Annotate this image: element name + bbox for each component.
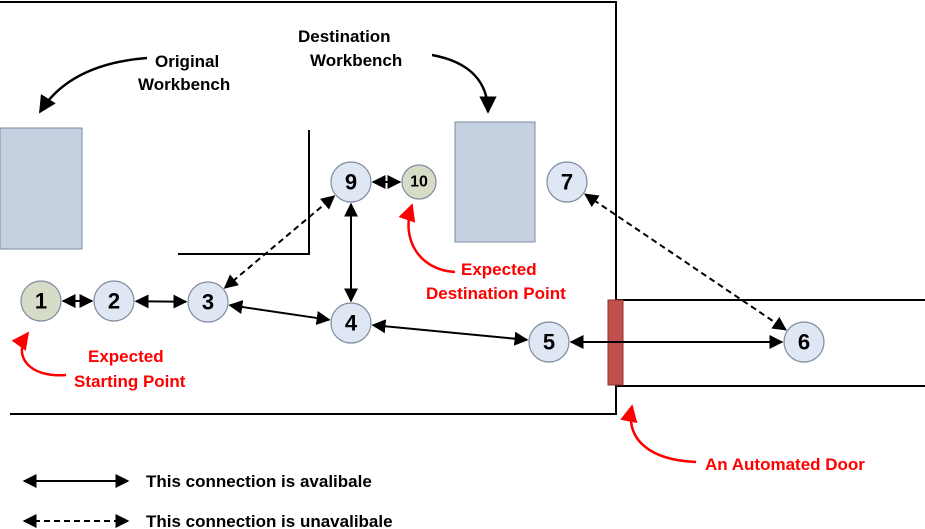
- node-circle: [783, 321, 825, 363]
- partition-wall: [178, 130, 310, 255]
- node-label: 9: [345, 170, 357, 195]
- edge-7-6-unavailable: [584, 193, 787, 331]
- destination-workbench-pointer: [431, 53, 497, 114]
- destination-workbench: [454, 121, 536, 243]
- node-9: 9: [330, 161, 372, 203]
- node-label: 7: [561, 170, 573, 195]
- node-circle: [93, 280, 135, 322]
- node-2: 2: [93, 280, 135, 322]
- waypoints: 1 2 3 4 5 6 7 9 10: [20, 161, 825, 363]
- legend: This connection is avalibale This connec…: [22, 472, 393, 529]
- original-workbench-label-line1: Original: [155, 52, 219, 71]
- edge-3-9-unavailable: [223, 195, 336, 289]
- node-5: 5: [528, 321, 570, 363]
- destination-workbench-label-line2: Workbench: [310, 51, 402, 70]
- node-circle: [20, 280, 62, 322]
- node-label: 6: [798, 330, 810, 355]
- original-workbench: [0, 127, 83, 250]
- node-label: 1: [35, 289, 47, 314]
- node-label: 5: [543, 330, 555, 355]
- node-1: 1: [20, 280, 62, 322]
- automated-door-label: An Automated Door: [705, 455, 865, 474]
- expected-starting-label-line1: Expected: [88, 347, 164, 366]
- starting-point-pointer: [11, 331, 67, 377]
- node-label: 4: [345, 311, 358, 336]
- original-workbench-label-line2: Workbench: [138, 75, 230, 94]
- edge-2-3-available: [134, 294, 188, 309]
- node-circle: [401, 164, 437, 200]
- destination-point-pointer: [398, 203, 456, 274]
- node-circle: [187, 281, 229, 323]
- legend-unavailable-label: This connection is unavalibale: [146, 512, 393, 529]
- node-3: 3: [187, 281, 229, 323]
- node-label: 3: [202, 290, 214, 315]
- node-4: 4: [330, 302, 372, 344]
- node-circle: [330, 302, 372, 344]
- node-10: 10: [401, 164, 437, 200]
- original-workbench-pointer: [38, 56, 148, 114]
- edge-3-4-available: [228, 300, 331, 325]
- expected-destination-label-line2: Destination Point: [426, 284, 566, 303]
- connections: [61, 175, 787, 349]
- node-7: 7: [546, 161, 588, 203]
- node-label: 10: [410, 174, 428, 191]
- expected-starting-label-line2: Starting Point: [74, 372, 186, 391]
- expected-destination-label-line1: Expected: [461, 260, 537, 279]
- door-pointer: [620, 404, 697, 464]
- node-circle: [546, 161, 588, 203]
- node-circle: [528, 321, 570, 363]
- legend-available-label: This connection is avalibale: [146, 472, 372, 491]
- destination-workbench-label-line1: Destination: [298, 27, 391, 46]
- room-wall-bottom-right: [10, 385, 925, 415]
- node-6: 6: [783, 321, 825, 363]
- node-circle: [330, 161, 372, 203]
- edge-4-5-available: [371, 319, 529, 346]
- node-label: 2: [108, 289, 120, 314]
